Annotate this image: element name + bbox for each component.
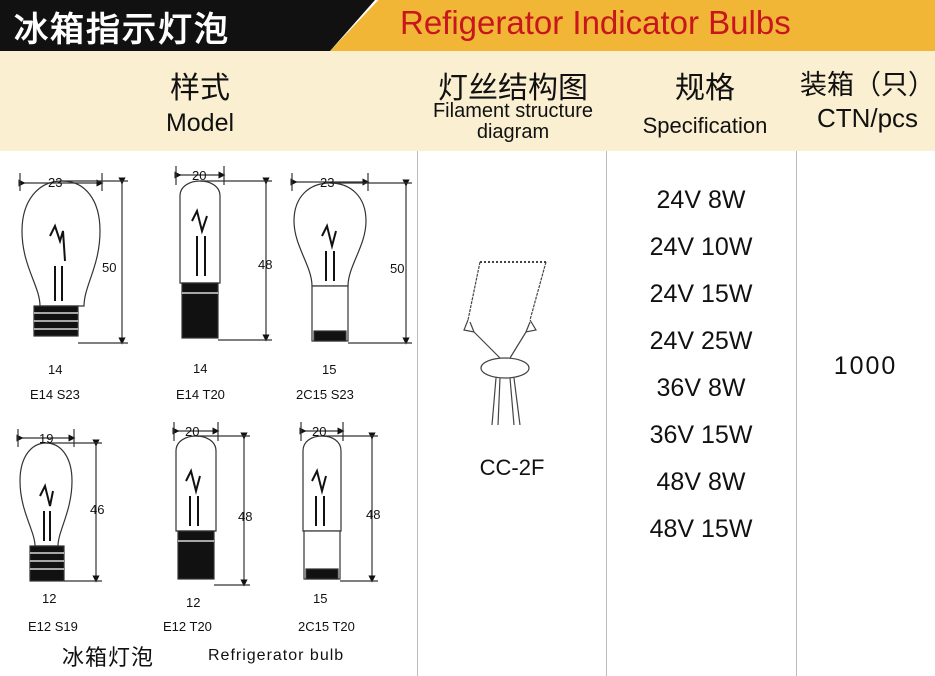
filament-code: CC-2F <box>479 455 545 480</box>
bulb-1-base: 14 <box>48 362 62 377</box>
banner-left-bg <box>0 0 375 51</box>
spec-item: 36V 8W <box>656 374 746 402</box>
filament-diagram <box>463 261 547 426</box>
column-divider <box>417 151 418 676</box>
bulb-e14-t20 <box>174 166 272 342</box>
bulb-e12-t20 <box>172 422 250 587</box>
spec-item: 24V 15W <box>649 280 753 308</box>
bulb-6-height: 48 <box>366 507 380 522</box>
table-header: 样式 Model 灯丝结构图 Filament structure diagra… <box>0 51 935 151</box>
bulb-3-height: 50 <box>390 261 404 276</box>
banner-right-bg <box>330 0 935 51</box>
bulb-6-name: 2C15 T20 <box>298 619 355 634</box>
caption-cn: 冰箱灯泡 <box>62 645 155 670</box>
bulb-5-name: E12 T20 <box>163 619 212 634</box>
bulb-3-width: 23 <box>320 175 334 190</box>
spec-item: 48V 15W <box>649 515 753 543</box>
bulb-4-name: E12 S19 <box>28 619 78 634</box>
spec-item: 24V 10W <box>649 233 753 261</box>
bulb-5-base: 12 <box>186 595 200 610</box>
bulb-4-height: 46 <box>90 502 104 517</box>
bulb-drawings: 23 50 14 E14 S23 20 48 14 E14 T20 23 50 … <box>16 166 412 634</box>
bulb-2-name: E14 T20 <box>176 387 225 402</box>
bulb-2-height: 48 <box>258 257 272 272</box>
header-filament-en: Filament structure diagram <box>418 101 608 143</box>
caption-en: Refrigerator bulb <box>208 647 345 664</box>
bulb-5-height: 48 <box>238 509 252 524</box>
bulb-4-base: 12 <box>42 591 56 606</box>
header-filament-en-line2: diagram <box>476 121 550 143</box>
bulb-3-base: 15 <box>322 362 336 377</box>
spec-item: 48V 8W <box>656 468 746 496</box>
bulb-2c15-s23 <box>290 173 412 345</box>
header-ctn-en: CTN/pcs <box>816 103 919 133</box>
banner-title-en: Refigerator Indicator Bulbs <box>400 4 791 41</box>
spec-item: 24V 8W <box>656 186 746 214</box>
bulb-e14-s23 <box>18 173 128 345</box>
header-ctn-cn: 装箱（只） <box>800 70 935 101</box>
bulb-1-height: 50 <box>102 260 116 275</box>
header-model-en: Model <box>165 109 235 137</box>
bulb-5-width: 20 <box>185 424 199 439</box>
header-filament-en-line1: Filament structure <box>432 100 594 122</box>
bulb-e12-s19 <box>16 429 102 583</box>
bulb-1-width: 23 <box>48 175 62 190</box>
bulb-2c15-t20 <box>299 422 378 583</box>
bulb-2-base: 14 <box>193 361 207 376</box>
header-spec-cn: 规格 <box>675 71 735 106</box>
bulb-3-name: 2C15 S23 <box>296 387 354 402</box>
header-model-cn: 样式 <box>170 71 230 106</box>
header-filament-cn: 灯丝结构图 <box>438 71 588 106</box>
bulb-4-width: 19 <box>39 431 53 446</box>
title-banner: 冰箱指示灯泡 Refigerator Indicator Bulbs <box>0 0 935 51</box>
bulb-6-base: 15 <box>313 591 327 606</box>
bulb-6-width: 20 <box>312 424 326 439</box>
ctn-value: 1000 <box>833 352 898 380</box>
column-divider <box>796 151 797 676</box>
spec-item: 24V 25W <box>649 327 753 355</box>
bulb-2-width: 20 <box>192 168 206 183</box>
header-spec-en: Specification <box>642 113 768 138</box>
banner-title-cn: 冰箱指示灯泡 <box>14 10 230 50</box>
bulb-1-name: E14 S23 <box>30 387 80 402</box>
spec-item: 36V 15W <box>649 421 753 449</box>
column-divider <box>606 151 607 676</box>
